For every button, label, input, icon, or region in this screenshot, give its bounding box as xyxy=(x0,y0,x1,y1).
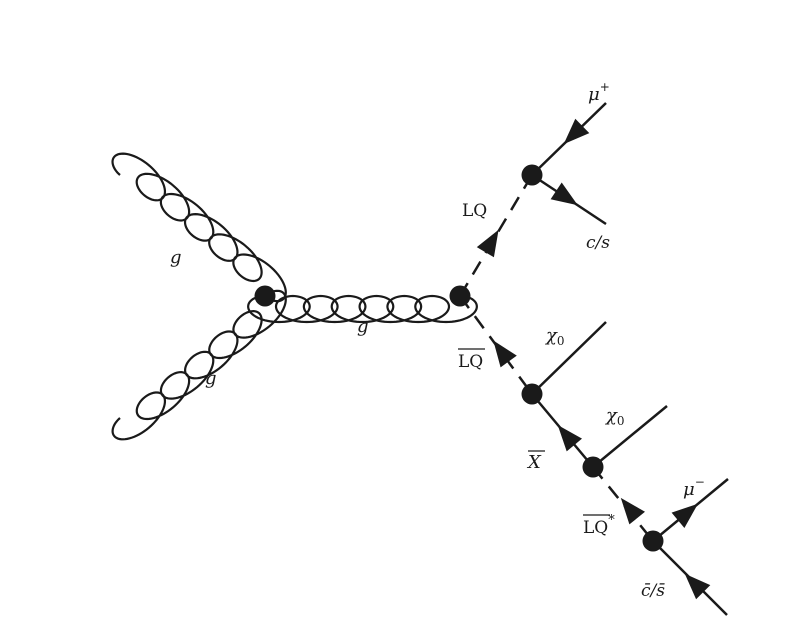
arrow-lq-bar-star xyxy=(620,497,645,525)
label-lq-bar-star: LQ* xyxy=(583,513,615,538)
chi0-line-b xyxy=(592,405,668,468)
arrow-cs xyxy=(550,182,578,206)
arrow-mu-plus xyxy=(563,118,590,145)
vertex-lqbar-decay xyxy=(521,383,543,405)
vertex-lq-decay xyxy=(521,164,543,186)
label-chi0-a: χ0 xyxy=(544,325,565,348)
label-cs: c/s xyxy=(586,233,610,253)
label-lq-bar-star-sup: * xyxy=(608,513,615,528)
label-mu-plus-symbol: μ xyxy=(588,84,600,105)
label-chi0-b-symbol: χ xyxy=(604,405,618,426)
arrow-lq xyxy=(476,229,499,258)
label-chi0-b-sub: 0 xyxy=(617,414,625,428)
arrow-cs-bar xyxy=(684,573,711,600)
vertex-g-lq-lqbar xyxy=(449,285,471,307)
vertex-lqbarstar-decay xyxy=(642,530,664,552)
label-mu-minus-symbol: μ xyxy=(683,479,695,500)
label-gluon-upper: g xyxy=(170,247,182,268)
label-lq: LQ xyxy=(462,201,487,221)
label-gluon-lower: g xyxy=(205,368,217,389)
label-mu-minus: μ− xyxy=(683,475,705,500)
label-mu-minus-sup: − xyxy=(695,475,705,489)
label-chi0-a-sub: 0 xyxy=(557,334,565,348)
label-xbar: X xyxy=(526,452,542,473)
arrow-mu-minus xyxy=(671,503,698,528)
label-chi0-a-symbol: χ xyxy=(544,325,558,346)
label-cs-bar: c̄/s̄ xyxy=(641,581,665,601)
vertex-ggg xyxy=(254,285,276,307)
gluon-line-lower xyxy=(111,289,287,441)
chi0-line-a xyxy=(531,321,607,395)
label-lq-bar: LQ xyxy=(458,352,483,372)
arrow-lq-bar xyxy=(493,340,517,368)
gluon-line-upper xyxy=(111,152,287,303)
label-mu-plus: μ+ xyxy=(588,80,610,105)
arrow-xbar xyxy=(557,425,582,452)
label-mu-plus-sup: + xyxy=(600,80,610,94)
label-chi0-b: χ0 xyxy=(604,405,625,428)
gluon-line-internal xyxy=(247,294,478,324)
label-gluon-internal: g xyxy=(357,316,369,337)
lq-bar-star-line xyxy=(592,466,654,542)
label-lq-bar-star-text: LQ xyxy=(583,518,608,538)
arrows xyxy=(476,118,711,600)
vertex-xbar-decay xyxy=(582,456,604,478)
